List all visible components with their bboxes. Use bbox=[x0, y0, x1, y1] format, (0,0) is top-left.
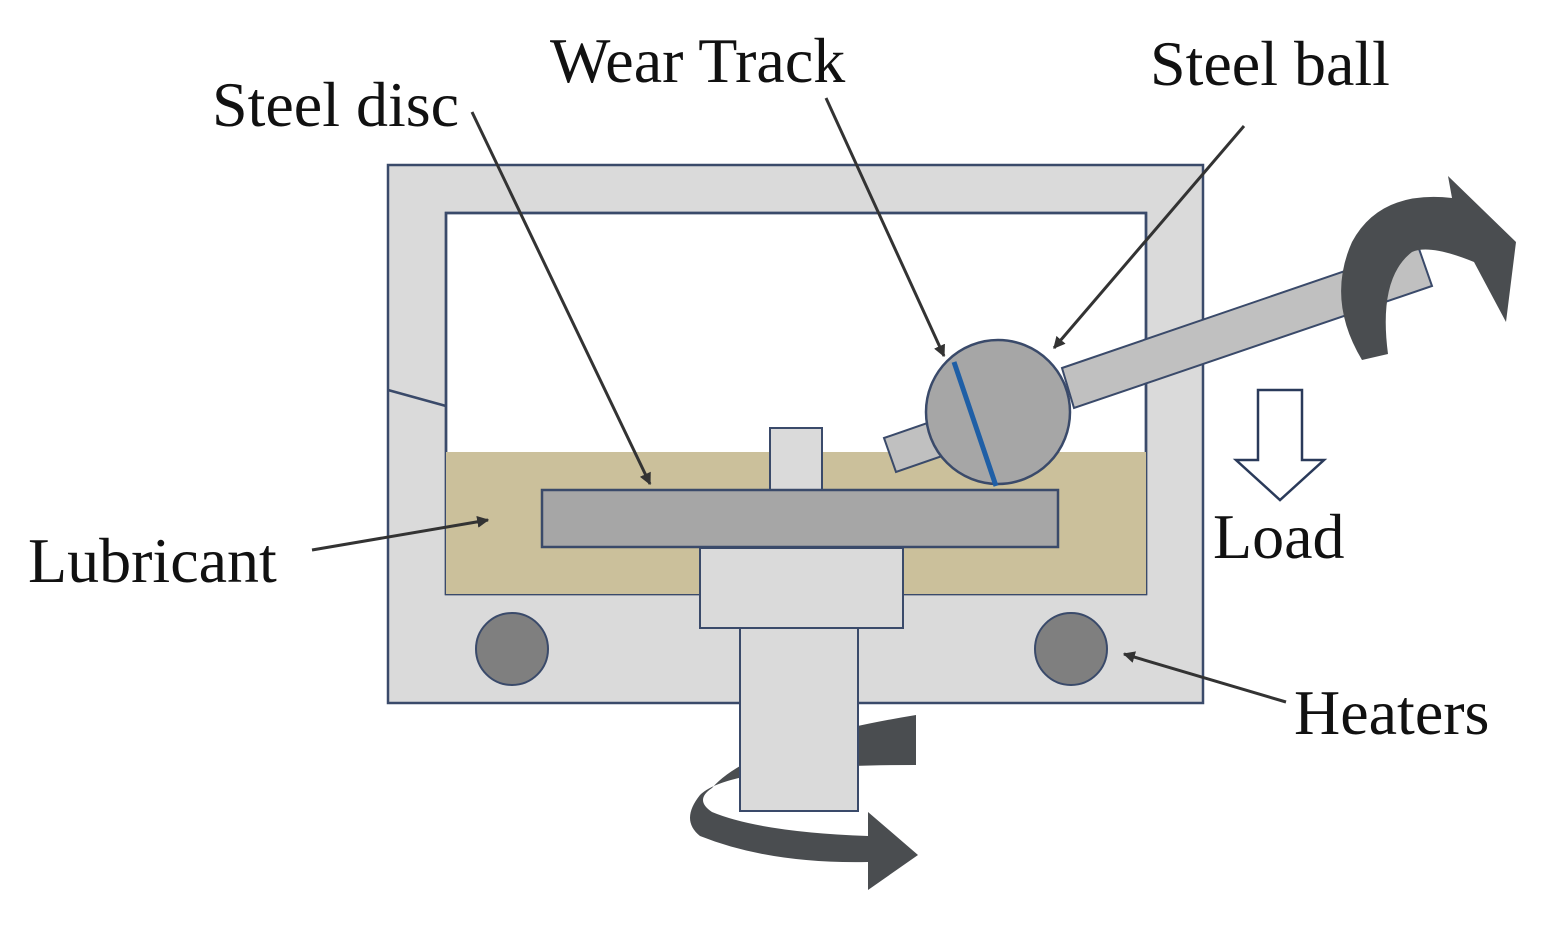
label-heaters: Heaters bbox=[1294, 677, 1489, 748]
spindle-block bbox=[699, 547, 904, 629]
label-wear-track: Wear Track bbox=[550, 25, 845, 96]
wear-track-mark bbox=[951, 361, 999, 487]
steel-ball bbox=[924, 338, 1072, 487]
label-lubricant: Lubricant bbox=[28, 525, 277, 596]
label-load: Load bbox=[1213, 501, 1345, 572]
label-steel-disc: Steel disc bbox=[212, 69, 459, 140]
load-arrow-icon bbox=[1232, 388, 1328, 502]
label-steel-ball: Steel ball bbox=[1150, 28, 1390, 99]
curved-rotation-arrow-icon bbox=[690, 715, 918, 890]
curved-rotation-arrow-icon bbox=[1341, 176, 1516, 360]
steel-disc bbox=[540, 488, 1060, 549]
heater-right bbox=[1034, 612, 1108, 686]
leader-lines bbox=[311, 97, 1287, 704]
heater-left bbox=[475, 612, 549, 686]
drive-shaft bbox=[739, 627, 859, 812]
center-pin bbox=[769, 427, 823, 491]
